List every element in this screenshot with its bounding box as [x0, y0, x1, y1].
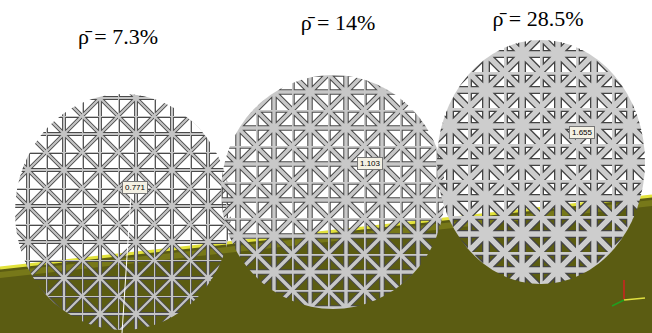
density-label: ρ̄ = 28.5%: [492, 6, 583, 32]
callout-number: 0.771: [122, 181, 148, 194]
callout-number: 1.655: [569, 126, 595, 139]
density-label: ρ̄ = 14%: [301, 10, 376, 36]
callout-number: 1.103: [357, 157, 383, 170]
density-label: ρ̄ = 7.3%: [78, 24, 158, 50]
